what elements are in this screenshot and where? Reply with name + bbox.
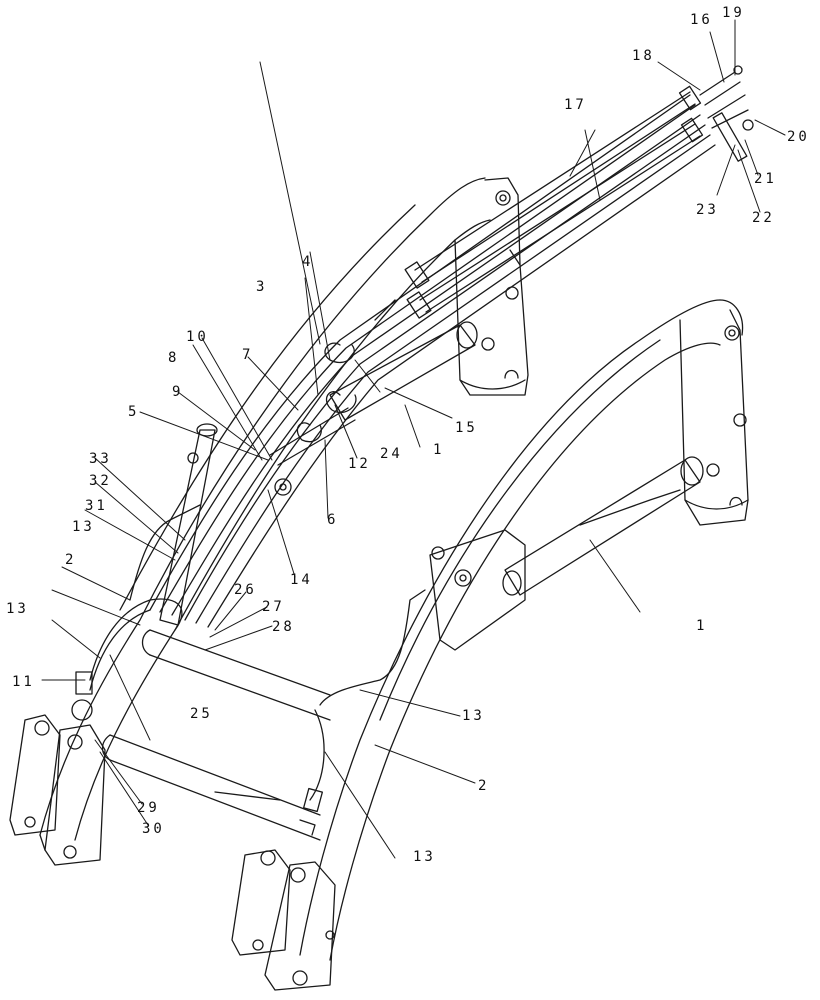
left-boom-arm — [39, 177, 491, 841]
front-tilt-hoses — [75, 504, 426, 836]
callout-13-right-lower: 13 — [413, 849, 436, 865]
callout-7: 7 — [242, 347, 254, 363]
callout-4: 4 — [302, 254, 314, 270]
upper-cross-tube — [141, 629, 331, 721]
hose-bundle — [149, 94, 716, 628]
right-boom-arm — [299, 299, 744, 961]
callout-21: 21 — [754, 171, 777, 187]
callout-9: 9 — [172, 384, 184, 400]
callout-13-lower-left: 13 — [6, 601, 29, 617]
callout-1-left-lift-cylinder: 1 — [433, 442, 445, 458]
callout-28: 28 — [272, 619, 295, 635]
callout-30: 30 — [142, 821, 165, 837]
callout-13-upper-left: 13 — [72, 519, 95, 535]
callout-12: 12 — [348, 456, 371, 472]
callout-20: 20 — [787, 129, 810, 145]
callout-15: 15 — [455, 420, 478, 436]
callout-22: 22 — [752, 210, 775, 226]
callout-16: 16 — [690, 12, 713, 28]
right-arm-gusset-plate — [429, 529, 526, 651]
callout-32: 32 — [89, 473, 112, 489]
lift-cylinder-right — [502, 456, 704, 596]
steel-tube-lines — [404, 85, 704, 319]
callout-26: 26 — [234, 582, 257, 598]
callout-13-right-upper: 13 — [462, 708, 485, 724]
right-attach-bracket — [231, 849, 336, 991]
left-upright-bracket — [454, 177, 529, 396]
callout-19: 19 — [722, 5, 745, 21]
callout-31: 31 — [85, 498, 108, 514]
callout-5: 5 — [128, 404, 140, 420]
callout-3: 3 — [256, 279, 268, 295]
leader-lines — [41, 19, 786, 859]
callout-17: 17 — [564, 97, 587, 113]
callout-2-left: 2 — [65, 552, 77, 568]
tilt-cylinder-left — [159, 423, 292, 626]
callout-10: 10 — [186, 329, 209, 345]
callout-18: 18 — [632, 48, 655, 64]
callout-33: 33 — [89, 451, 112, 467]
lower-cross-tube — [101, 734, 321, 841]
callout-23: 23 — [696, 202, 719, 218]
callout-24: 24 — [380, 446, 403, 462]
lift-cylinder-left — [269, 321, 478, 466]
callout-27: 27 — [262, 599, 285, 615]
callout-1-right-lift-cylinder: 1 — [696, 618, 708, 634]
callout-29: 29 — [137, 800, 160, 816]
callout-14: 14 — [290, 572, 313, 588]
callout-25: 25 — [190, 706, 213, 722]
left-attach-bracket — [9, 699, 106, 866]
quick-couplers — [699, 65, 754, 162]
callout-11: 11 — [12, 674, 35, 690]
callout-2-right: 2 — [478, 778, 490, 794]
callout-6: 6 — [327, 512, 339, 528]
callout-8: 8 — [168, 350, 180, 366]
right-upright-bracket — [679, 309, 749, 526]
